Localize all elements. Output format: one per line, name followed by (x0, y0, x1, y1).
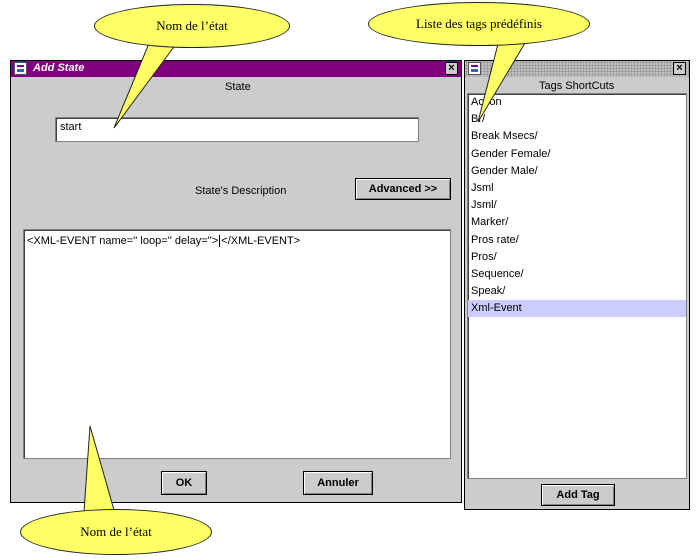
state-label: State (225, 81, 251, 93)
callout-text: Nom de l’état (156, 18, 228, 33)
callout-state-name-top: Nom de l’état (94, 4, 290, 48)
app-icon[interactable] (14, 62, 27, 75)
text-caret (219, 235, 221, 248)
add-state-window: Add State × State start State's Descript… (10, 60, 462, 503)
ok-button[interactable]: OK (161, 471, 207, 495)
list-item[interactable]: Jsml (471, 181, 494, 194)
list-item[interactable]: Sequence/ (471, 267, 524, 280)
callout-predefined-tags: Liste des tags prédéfinis (368, 2, 590, 46)
content-before-caret: <XML-EVENT name='' loop='' delay=''> (27, 235, 219, 247)
cancel-button[interactable]: Annuler (303, 471, 373, 495)
tags-shortcuts-window: × Tags ShortCuts ActionBr/Break Msecs/Ge… (464, 60, 690, 510)
close-icon[interactable]: × (445, 62, 458, 75)
content-after-caret: </XML-EVENT> (221, 235, 301, 247)
tags-window-title: Tags ShortCuts (539, 80, 615, 92)
callout-pointer-tags (477, 35, 529, 123)
callout-pointer-state-name-bottom (83, 425, 115, 513)
list-item[interactable]: Gender Female/ (471, 147, 551, 160)
callout-text: Nom de l’état (80, 524, 152, 539)
list-item[interactable]: Break Msecs/ (471, 130, 538, 143)
tags-titlebar[interactable]: × (465, 61, 689, 77)
list-item[interactable]: Jsml/ (471, 199, 497, 212)
list-item[interactable]: Marker/ (471, 216, 509, 229)
window-title: Add State (33, 62, 85, 74)
state-name-input[interactable]: start (55, 117, 419, 142)
state-name-value: start (60, 121, 82, 133)
list-item[interactable]: Speak/ (471, 285, 506, 298)
state-description-label: State's Description (195, 185, 287, 197)
callout-text: Liste des tags prédéfinis (416, 16, 542, 31)
state-description-textarea[interactable]: <XML-EVENT name='' loop='' delay=''></XM… (23, 229, 451, 459)
list-item[interactable]: Pros/ (471, 250, 497, 263)
app-icon[interactable] (468, 62, 481, 75)
add-tag-button[interactable]: Add Tag (541, 484, 615, 506)
close-icon[interactable]: × (673, 62, 686, 75)
list-item[interactable]: Pros rate/ (471, 233, 519, 246)
list-item[interactable]: Gender Male/ (471, 164, 538, 177)
add-state-titlebar[interactable]: Add State × (11, 61, 461, 77)
list-item[interactable]: Xml-Event (468, 300, 686, 318)
callout-state-name-bottom: Nom de l’état (20, 509, 212, 555)
callout-pointer-state-name-top (113, 35, 183, 129)
advanced-button[interactable]: Advanced >> (355, 178, 451, 200)
